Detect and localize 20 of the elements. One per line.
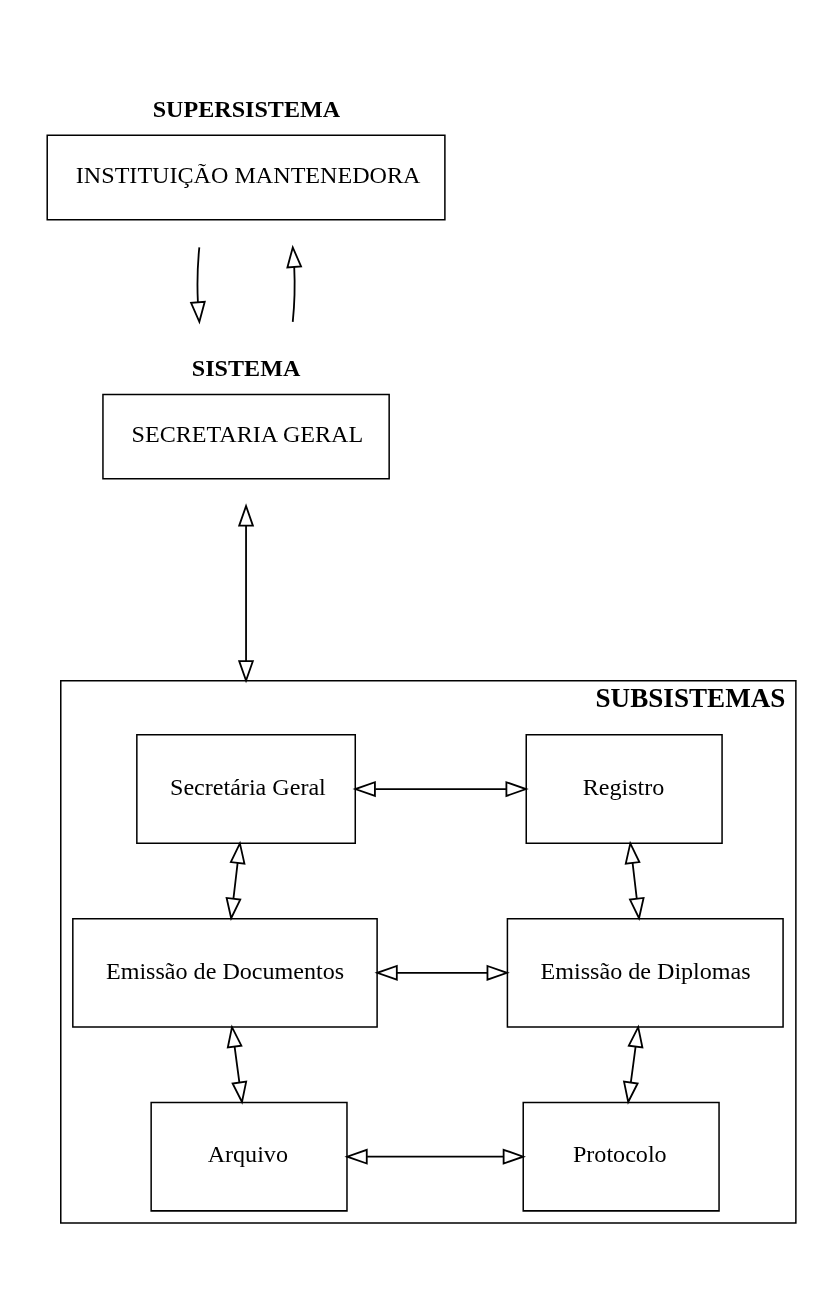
arrow [225,840,246,921]
node-label: SISTEMA [191,355,301,382]
arrow [226,1024,248,1105]
node-box: Secretária Geral [136,734,356,845]
arrow [189,246,206,325]
node-box: INSTITUIÇÃO MANTENEDORA [46,134,446,221]
node-box: Arquivo [150,1101,348,1212]
node-box: SECRETARIA GERAL [102,393,390,480]
arrow [352,780,529,798]
arrow [622,1024,644,1105]
arrow [624,840,645,921]
node-box: Registro [525,734,723,845]
arrow [286,244,303,323]
node-label: SUPERSISTEMA [152,95,341,122]
arrow [374,964,510,981]
node-box: Protocolo [522,1101,720,1212]
arrow [344,1148,526,1165]
arrow [237,503,255,684]
node-box: Emissão de Documentos [72,917,378,1028]
node-box: Emissão de Diplomas [506,917,784,1028]
